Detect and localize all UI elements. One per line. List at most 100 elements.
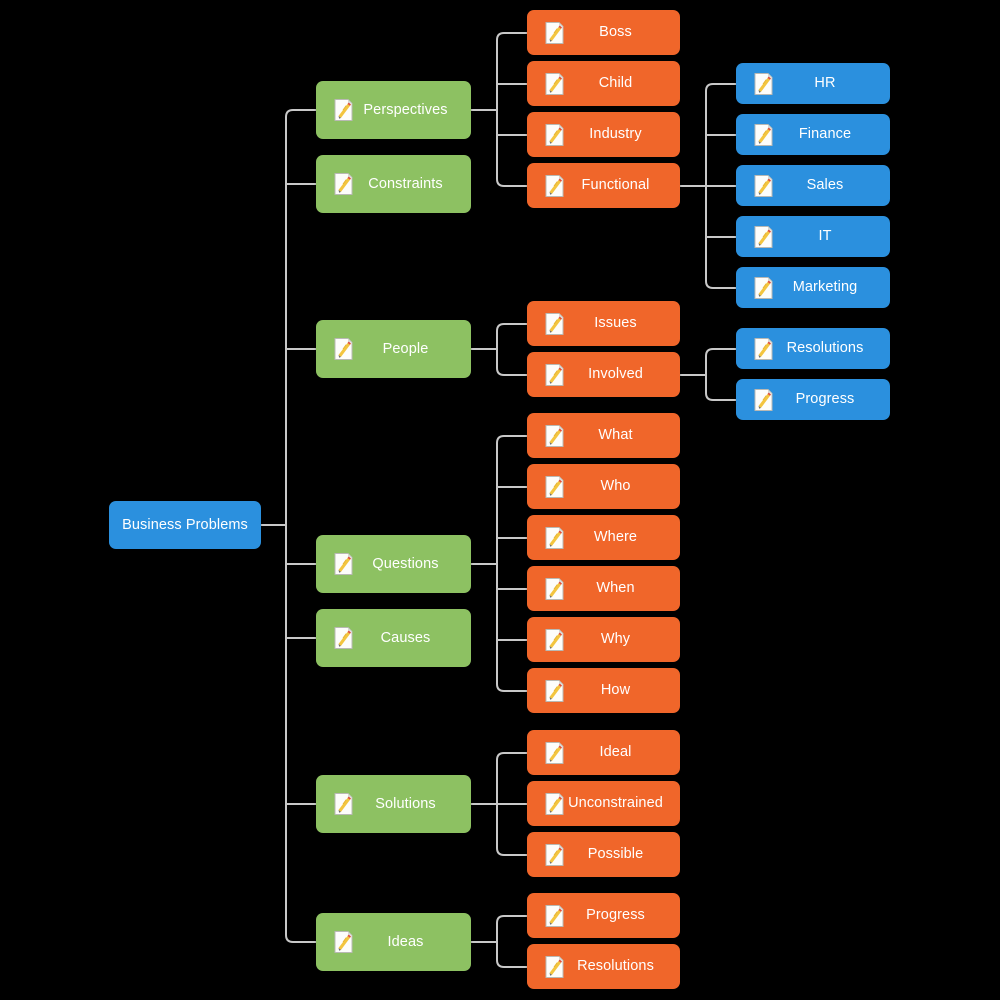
note-pencil-icon bbox=[545, 363, 564, 386]
note-pencil-icon bbox=[754, 72, 773, 95]
node-marketing[interactable]: Marketing bbox=[736, 267, 890, 308]
connector-trunk-questions bbox=[496, 435, 505, 692]
note-pencil-icon bbox=[545, 843, 564, 866]
node-why[interactable]: Why bbox=[527, 617, 680, 662]
node-label: What bbox=[598, 427, 633, 444]
node-label: Issues bbox=[594, 315, 637, 332]
note-pencil-icon bbox=[754, 388, 773, 411]
node-child[interactable]: Child bbox=[527, 61, 680, 106]
node-label: Resolutions bbox=[577, 958, 654, 975]
note-pencil-icon bbox=[545, 628, 564, 651]
node-solutions[interactable]: Solutions bbox=[316, 775, 471, 833]
node-label: Ideas bbox=[387, 933, 424, 950]
node-issues[interactable]: Issues bbox=[527, 301, 680, 346]
node-i-resolutions[interactable]: Resolutions bbox=[527, 944, 680, 989]
node-label: Questions bbox=[372, 555, 439, 572]
note-pencil-icon bbox=[334, 793, 353, 816]
node-label: Business Problems bbox=[122, 516, 248, 533]
node-label: Progress bbox=[795, 391, 855, 408]
node-boss[interactable]: Boss bbox=[527, 10, 680, 55]
note-pencil-icon bbox=[545, 904, 564, 927]
node-functional[interactable]: Functional bbox=[527, 163, 680, 208]
note-pencil-icon bbox=[545, 312, 564, 335]
node-where[interactable]: Where bbox=[527, 515, 680, 560]
node-hr[interactable]: HR bbox=[736, 63, 890, 104]
note-pencil-icon bbox=[545, 679, 564, 702]
note-pencil-icon bbox=[754, 276, 773, 299]
node-how[interactable]: How bbox=[527, 668, 680, 713]
note-pencil-icon bbox=[545, 741, 564, 764]
node-label: Finance bbox=[798, 126, 852, 143]
node-label: People bbox=[382, 340, 429, 357]
node-label: Why bbox=[600, 631, 631, 648]
node-i-progress[interactable]: Progress bbox=[527, 893, 680, 938]
node-label: Industry bbox=[589, 126, 642, 143]
node-label: Progress bbox=[586, 907, 645, 924]
connector-trunk-ideas bbox=[496, 915, 505, 968]
note-pencil-icon bbox=[754, 174, 773, 197]
node-label: Marketing bbox=[792, 279, 858, 296]
note-pencil-icon bbox=[545, 174, 564, 197]
node-label: Boss bbox=[599, 24, 632, 41]
connector-trunk-involved bbox=[705, 348, 714, 401]
note-pencil-icon bbox=[545, 424, 564, 447]
node-constraints[interactable]: Constraints bbox=[316, 155, 471, 213]
note-pencil-icon bbox=[334, 173, 353, 196]
node-sales[interactable]: Sales bbox=[736, 165, 890, 206]
node-who[interactable]: Who bbox=[527, 464, 680, 509]
node-label: Resolutions bbox=[786, 340, 864, 357]
node-when[interactable]: When bbox=[527, 566, 680, 611]
node-people[interactable]: People bbox=[316, 320, 471, 378]
node-label: Solutions bbox=[375, 795, 436, 812]
node-perspectives[interactable]: Perspectives bbox=[316, 81, 471, 139]
note-pencil-icon bbox=[545, 577, 564, 600]
note-pencil-icon bbox=[545, 792, 564, 815]
node-label: When bbox=[596, 580, 635, 597]
node-questions[interactable]: Questions bbox=[316, 535, 471, 593]
node-label: Child bbox=[598, 75, 633, 92]
node-what[interactable]: What bbox=[527, 413, 680, 458]
note-pencil-icon bbox=[334, 99, 353, 122]
node-label: Where bbox=[593, 529, 638, 546]
note-pencil-icon bbox=[754, 337, 773, 360]
connector-trunk-root bbox=[285, 109, 294, 943]
node-label: HR bbox=[814, 75, 836, 92]
node-causes[interactable]: Causes bbox=[316, 609, 471, 667]
note-pencil-icon bbox=[545, 123, 564, 146]
connector-trunk-people bbox=[496, 323, 505, 376]
node-label: Constraints bbox=[368, 175, 443, 192]
node-label: Functional bbox=[581, 177, 650, 194]
node-label: Involved bbox=[588, 366, 643, 383]
note-pencil-icon bbox=[545, 72, 564, 95]
node-label: Unconstrained bbox=[568, 795, 663, 812]
node-possible[interactable]: Possible bbox=[527, 832, 680, 877]
connector-trunk-perspectives bbox=[496, 32, 505, 187]
node-unconstrained[interactable]: Unconstrained bbox=[527, 781, 680, 826]
node-involved[interactable]: Involved bbox=[527, 352, 680, 397]
node-label: Causes bbox=[380, 629, 431, 646]
node-resolutions[interactable]: Resolutions bbox=[736, 328, 890, 369]
note-pencil-icon bbox=[334, 553, 353, 576]
node-industry[interactable]: Industry bbox=[527, 112, 680, 157]
connector-trunk-functional bbox=[705, 83, 714, 289]
note-pencil-icon bbox=[334, 931, 353, 954]
note-pencil-icon bbox=[754, 225, 773, 248]
node-label: Ideal bbox=[599, 744, 632, 761]
note-pencil-icon bbox=[545, 955, 564, 978]
node-ideal[interactable]: Ideal bbox=[527, 730, 680, 775]
note-pencil-icon bbox=[334, 627, 353, 650]
note-pencil-icon bbox=[754, 123, 773, 146]
connector-trunk-solutions bbox=[496, 752, 505, 856]
node-ideas[interactable]: Ideas bbox=[316, 913, 471, 971]
note-pencil-icon bbox=[545, 21, 564, 44]
note-pencil-icon bbox=[545, 475, 564, 498]
node-root[interactable]: Business Problems bbox=[109, 501, 261, 549]
note-pencil-icon bbox=[334, 338, 353, 361]
note-pencil-icon bbox=[545, 526, 564, 549]
node-it[interactable]: IT bbox=[736, 216, 890, 257]
node-progress[interactable]: Progress bbox=[736, 379, 890, 420]
node-finance[interactable]: Finance bbox=[736, 114, 890, 155]
node-label: IT bbox=[818, 228, 832, 245]
node-label: How bbox=[600, 682, 631, 699]
